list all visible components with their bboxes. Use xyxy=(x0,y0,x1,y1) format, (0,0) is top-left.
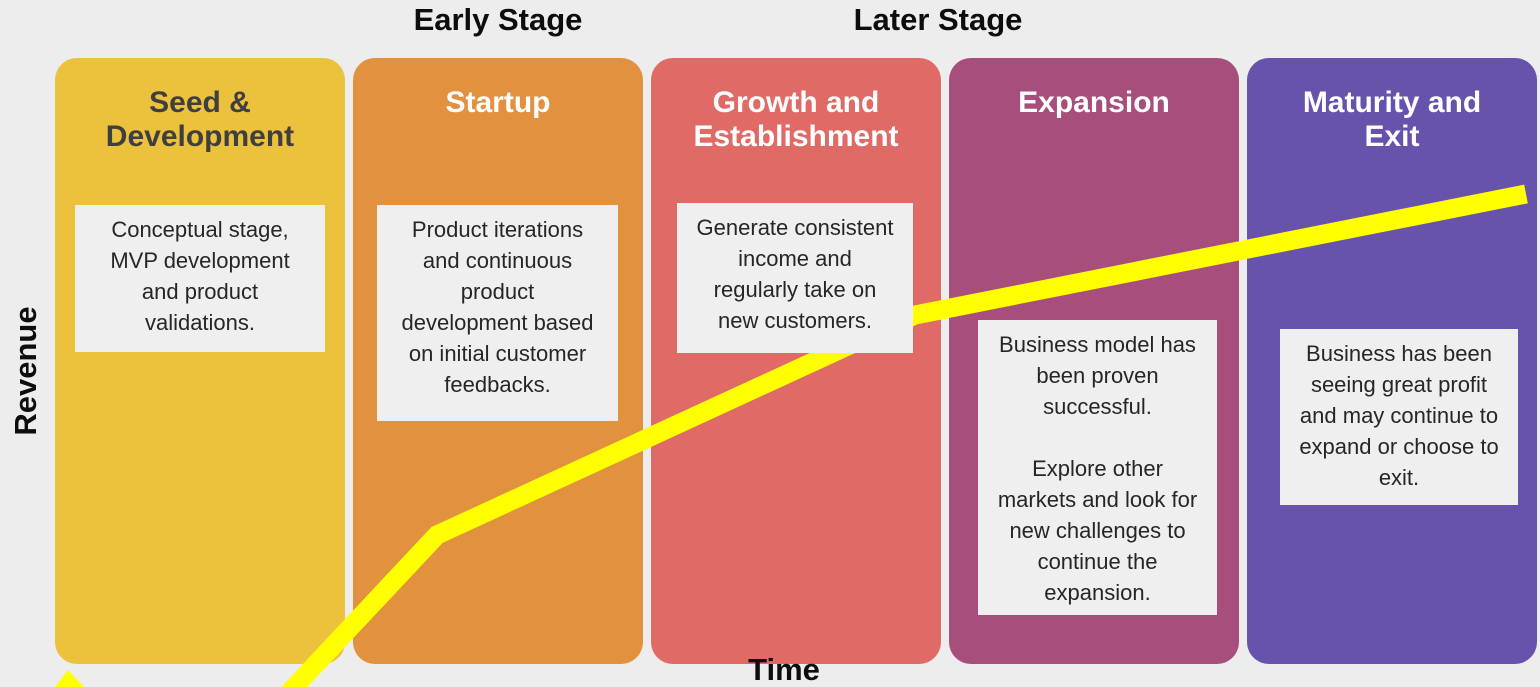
stage-title-maturity-exit: Maturity and Exit xyxy=(1302,86,1482,153)
stage-description-maturity-exit: Business has been seeing great profit an… xyxy=(1299,341,1499,490)
stage-title-seed-development: Seed & Development xyxy=(105,86,295,153)
stage-description-seed-development: Conceptual stage, MVP development and pr… xyxy=(110,217,290,335)
stage-column-maturity-exit: Maturity and Exit Business has been seei… xyxy=(1247,58,1537,664)
stage-description-box-maturity-exit: Business has been seeing great profit an… xyxy=(1280,329,1518,505)
stage-description-startup: Product iterations and continuous produc… xyxy=(401,217,594,397)
stage-column-seed-development: Seed & Development Conceptual stage, MVP… xyxy=(55,58,345,664)
stage-column-startup: Startup Product iterations and continuou… xyxy=(353,58,643,664)
phase-header-later-stage: Later Stage xyxy=(853,2,1023,37)
stage-column-growth-establishment: Growth and Establishment Generate consis… xyxy=(651,58,941,664)
x-axis-label-time: Time xyxy=(748,652,820,687)
revenue-line-start-tip xyxy=(55,670,84,687)
stage-description-box-growth-establishment: Generate consistent income and regularly… xyxy=(677,203,913,353)
stage-column-expansion: Expansion Business model has been proven… xyxy=(949,58,1239,664)
stage-description-box-seed-development: Conceptual stage, MVP development and pr… xyxy=(75,205,325,352)
stage-description-growth-establishment: Generate consistent income and regularly… xyxy=(696,215,894,333)
stage-description-box-expansion: Business model has been proven successfu… xyxy=(978,320,1217,615)
stage-description-expansion: Business model has been proven successfu… xyxy=(997,332,1198,605)
stage-description-box-startup: Product iterations and continuous produc… xyxy=(377,205,618,421)
stage-title-growth-establishment: Growth and Establishment xyxy=(693,86,899,153)
stage-title-expansion: Expansion xyxy=(1018,86,1170,119)
y-axis-label-revenue: Revenue xyxy=(8,306,43,436)
stage-title-startup: Startup xyxy=(445,86,551,119)
phase-header-early-stage: Early Stage xyxy=(413,2,583,37)
